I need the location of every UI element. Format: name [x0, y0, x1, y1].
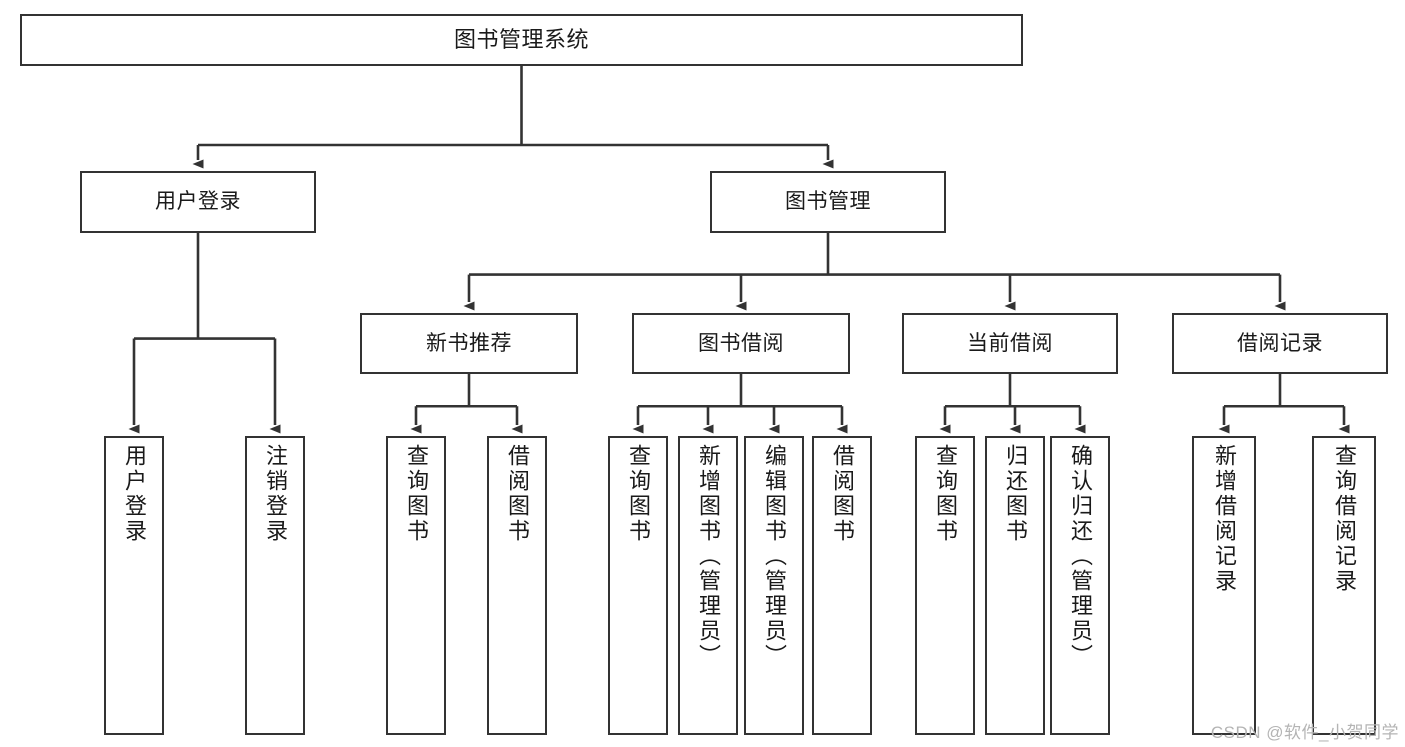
node-borrow-record-label: 借阅记录 [1237, 331, 1323, 355]
leaf-user-logout-label: 注销登录 [263, 444, 288, 544]
leaf-user-logout[interactable]: 注销登录 [245, 436, 305, 735]
node-book-borrow[interactable]: 图书借阅 [632, 313, 850, 374]
node-book-borrow-label: 图书借阅 [698, 331, 784, 355]
leaf-user-login[interactable]: 用户登录 [104, 436, 164, 735]
leaf-cb-confirm-return-label: 确认归还（管理员） [1068, 444, 1093, 669]
leaf-br-add-record-label: 新增借阅记录 [1212, 444, 1237, 594]
node-user-login-label: 用户登录 [155, 190, 241, 214]
leaf-bb-query-book-label: 查询图书 [626, 444, 651, 544]
node-new-book-rec-label: 新书推荐 [426, 331, 512, 355]
csdn-watermark: CSDN @软件_小贺同学 [1210, 723, 1399, 742]
leaf-cb-query-book[interactable]: 查询图书 [915, 436, 975, 735]
leaf-br-query-record-label: 查询借阅记录 [1332, 444, 1357, 594]
node-root[interactable]: 图书管理系统 [20, 14, 1023, 66]
node-book-manage[interactable]: 图书管理 [710, 171, 946, 233]
leaf-cb-confirm-return[interactable]: 确认归还（管理员） [1050, 436, 1110, 735]
leaf-bb-edit-book-label: 编辑图书（管理员） [762, 444, 787, 669]
leaf-bb-borrow-book[interactable]: 借阅图书 [812, 436, 872, 735]
leaf-cb-return-book[interactable]: 归还图书 [985, 436, 1045, 735]
leaf-rec-borrow-book-label: 借阅图书 [505, 444, 530, 544]
leaf-bb-query-book[interactable]: 查询图书 [608, 436, 668, 735]
leaf-bb-borrow-book-label: 借阅图书 [830, 444, 855, 544]
leaf-bb-add-book-label: 新增图书（管理员） [696, 444, 721, 669]
leaf-br-query-record[interactable]: 查询借阅记录 [1312, 436, 1376, 735]
node-new-book-rec[interactable]: 新书推荐 [360, 313, 578, 374]
leaf-cb-return-book-label: 归还图书 [1003, 444, 1028, 544]
node-root-label: 图书管理系统 [453, 26, 589, 52]
node-current-borrow-label: 当前借阅 [967, 331, 1053, 355]
leaf-user-login-label: 用户登录 [122, 444, 147, 544]
leaf-br-add-record[interactable]: 新增借阅记录 [1192, 436, 1256, 735]
node-current-borrow[interactable]: 当前借阅 [902, 313, 1118, 374]
leaf-rec-borrow-book[interactable]: 借阅图书 [487, 436, 547, 735]
node-borrow-record[interactable]: 借阅记录 [1172, 313, 1388, 374]
leaf-rec-query-book-label: 查询图书 [404, 444, 429, 544]
node-book-manage-label: 图书管理 [785, 190, 871, 214]
leaf-bb-add-book[interactable]: 新增图书（管理员） [678, 436, 738, 735]
leaf-bb-edit-book[interactable]: 编辑图书（管理员） [744, 436, 804, 735]
leaf-rec-query-book[interactable]: 查询图书 [386, 436, 446, 735]
node-user-login[interactable]: 用户登录 [80, 171, 316, 233]
leaf-cb-query-book-label: 查询图书 [933, 444, 958, 544]
